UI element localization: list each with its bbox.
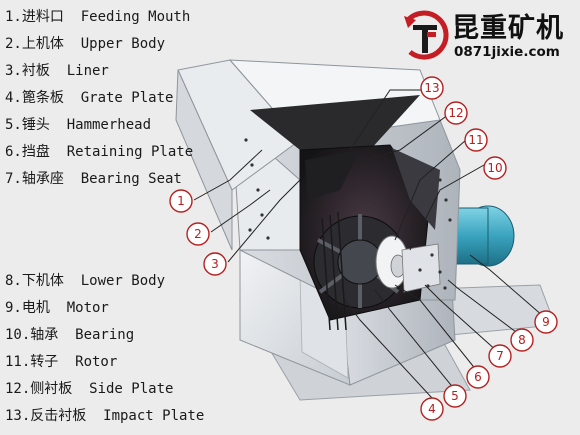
legend-item: 13.反击衬板 Impact Plate xyxy=(5,408,205,424)
svg-text:6: 6 xyxy=(474,370,482,384)
legend-item: 8.下机体 Lower Body xyxy=(5,273,166,289)
svg-text:3: 3 xyxy=(211,257,219,271)
svg-text:7: 7 xyxy=(496,349,504,363)
callout-9: 9 xyxy=(534,310,558,334)
callout-7: 7 xyxy=(488,344,512,368)
svg-text:8: 8 xyxy=(518,333,526,347)
svg-text:10: 10 xyxy=(487,161,502,175)
callout-8: 8 xyxy=(510,328,534,352)
callout-11: 11 xyxy=(464,128,488,152)
svg-text:12: 12 xyxy=(448,106,463,120)
svg-text:13: 13 xyxy=(424,81,439,95)
parts-legend-bottom: 8.下机体 Lower Body 9.电机 Motor 10.轴承 Bearin… xyxy=(5,268,204,430)
legend-item: 6.挡盘 Retaining Plate xyxy=(5,144,194,160)
brand-name: 昆重矿机 xyxy=(452,13,564,44)
svg-text:2: 2 xyxy=(194,227,202,241)
callout-5: 5 xyxy=(443,384,467,408)
parts-legend-top: 1.进料口 Feeding Mouth 2.上机体 Upper Body 3.衬… xyxy=(5,4,193,193)
svg-text:11: 11 xyxy=(468,133,483,147)
svg-text:5: 5 xyxy=(451,389,459,403)
legend-item: 4.篦条板 Grate Plate xyxy=(5,90,174,106)
legend-item: 11.转子 Rotor xyxy=(5,354,118,370)
legend-item: 12.侧衬板 Side Plate xyxy=(5,381,174,397)
legend-item: 2.上机体 Upper Body xyxy=(5,36,166,52)
bolt-dots xyxy=(244,138,452,290)
svg-text:4: 4 xyxy=(428,402,436,416)
leader-lines xyxy=(193,89,544,399)
grate-plate xyxy=(321,211,347,331)
callout-13: 13 xyxy=(420,76,444,100)
callout-2: 2 xyxy=(186,222,210,246)
callout-1: 1 xyxy=(169,189,193,213)
legend-item: 7.轴承座 Bearing Seat xyxy=(5,171,182,187)
callout-6: 6 xyxy=(466,365,490,389)
callout-10: 10 xyxy=(483,156,507,180)
callouts: 1 2 3 4 5 6 7 8 9 10 11 12 13 xyxy=(169,76,558,421)
legend-item: 1.进料口 Feeding Mouth xyxy=(5,9,191,25)
svg-text:9: 9 xyxy=(542,315,550,329)
rotor-assembly xyxy=(313,214,441,309)
callout-3: 3 xyxy=(203,252,227,276)
brand-url: 0871jixie.com xyxy=(454,44,560,60)
legend-item: 5.锤头 Hammerhead xyxy=(5,117,152,133)
callout-12: 12 xyxy=(444,101,468,125)
svg-text:1: 1 xyxy=(177,194,185,208)
brand-logo: 昆重矿机 0871jixie.com xyxy=(400,4,576,68)
legend-item: 3.衬板 Liner xyxy=(5,63,109,79)
legend-item: 9.电机 Motor xyxy=(5,300,109,316)
callout-4: 4 xyxy=(420,397,444,421)
logo-mark-icon xyxy=(404,10,449,60)
legend-item: 10.轴承 Bearing xyxy=(5,327,135,343)
